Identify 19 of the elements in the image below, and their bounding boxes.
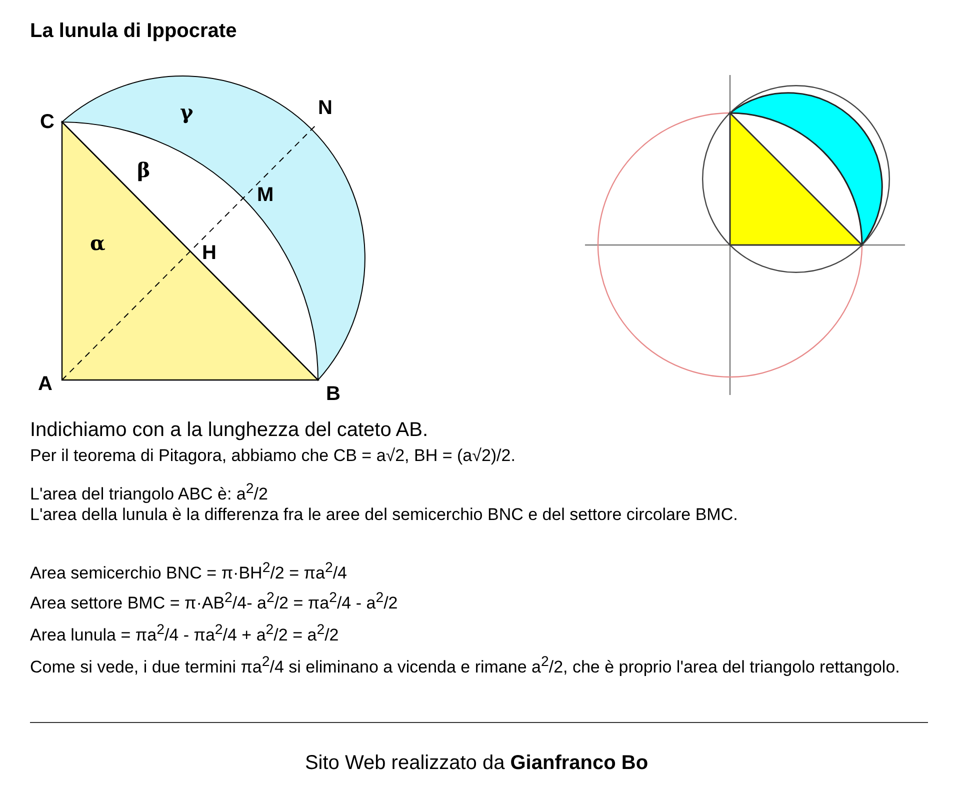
- region-label: β: [137, 160, 150, 180]
- point-label: B: [326, 384, 340, 404]
- text-line: Area lunula = πa$^{2}$/4 - πa$^{2}$/4 + a$^{2}$/2 = a$^{2}$/2: [30, 621, 340, 647]
- region-label: γ: [180, 102, 194, 122]
- point-label: A: [38, 374, 52, 394]
- point-label: N: [318, 98, 332, 118]
- page-title: La lunula di Ippocrate: [30, 20, 237, 43]
- paragraph: Come si vede, i due termini πa$^{2}$/4 si eliminano a vicenda e rimane a$^{2}$/2, che è proprio l'area del triangolo rettangolo.: [30, 653, 901, 679]
- region-label: α: [90, 233, 106, 253]
- paragraph: L'area della lunula è la differenza fra le aree del semicerchio BNC e del settore circolare BMC.: [30, 504, 739, 526]
- text-line: Area semicerchio BNC = π·BH$^{2}$/2 = πa$^{2}$/4: [30, 559, 348, 585]
- text-line: L'area del triangolo ABC è: a$^{2}$/2: [30, 480, 269, 506]
- text-line: Area settore BMC = π·AB$^{2}$/4- a$^{2}$/2 = πa$^{2}$/4 - a$^{2}$/2: [30, 589, 399, 615]
- point-label: H: [202, 243, 216, 263]
- point-label: M: [257, 185, 274, 205]
- point-label: C: [40, 112, 54, 132]
- footer-credit: Sito Web realizzato da Gianfranco Bo: [304, 752, 648, 774]
- text-line: Indichiamo con a la lunghezza del cateto AB.: [30, 418, 430, 443]
- text-line: Per il teorema di Pitagora, abbiamo che CB = a√2, BH = (a√2)/2.: [30, 445, 516, 467]
